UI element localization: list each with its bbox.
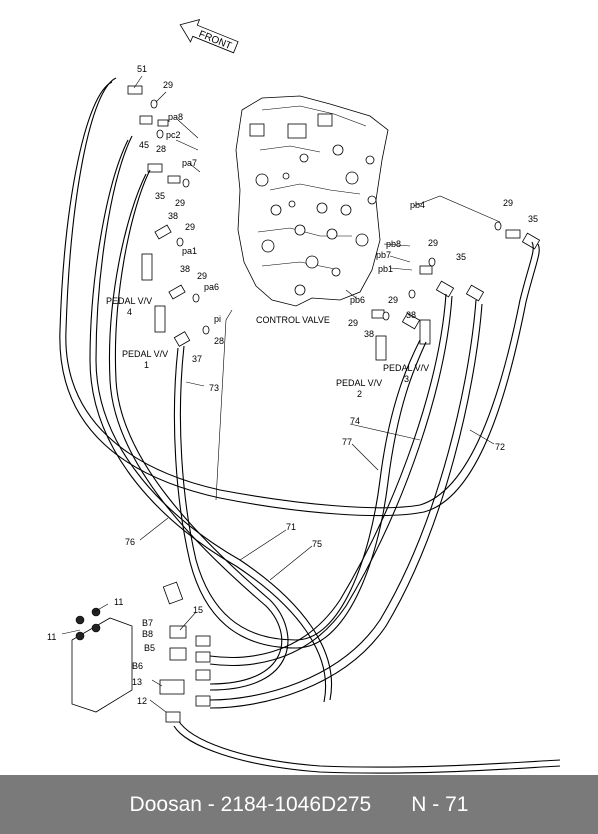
pedal-valve-2-label: PEDAL V/V [336, 378, 382, 388]
part-number: 75 [312, 539, 322, 549]
pedal-valve-2-number: 2 [357, 389, 362, 399]
hose-lines [59, 77, 561, 774]
footer-part-code: 2184-1046D275 [220, 792, 372, 816]
part-number: 38 [168, 211, 178, 221]
part-number: 29 [428, 238, 438, 248]
pedal-valve-1-number: 1 [144, 360, 149, 370]
part-number: 38 [180, 264, 190, 274]
part-number: 15 [193, 605, 203, 615]
footer-brand: Doosan [129, 792, 202, 816]
part-number: 29 [185, 222, 195, 232]
port-label-pb6: pb6 [350, 295, 365, 305]
part-number: 35 [456, 252, 466, 262]
part-number: 38 [406, 310, 416, 320]
part-number-callouts: 51 29 45 28 35 29 38 29 38 29 28 37 73 2… [47, 64, 538, 706]
port-label-pa8: pa8 [168, 112, 183, 122]
part-number: 51 [137, 64, 147, 74]
part-number: 45 [139, 140, 149, 150]
part-number: 37 [192, 354, 202, 364]
part-number: 29 [175, 198, 185, 208]
part-number: 76 [125, 537, 135, 547]
part-number: 72 [495, 442, 505, 452]
port-label-b8: B8 [142, 629, 153, 639]
part-number: 28 [214, 336, 224, 346]
port-label-pb4: pb4 [410, 200, 425, 210]
part-number: 12 [137, 696, 147, 706]
port-label-b5: B5 [144, 643, 155, 653]
lower-manifold [71, 581, 211, 723]
port-label-pb1: pb1 [378, 264, 393, 274]
footer-bar: Doosan - 2184-1046D275 N - 71 [0, 775, 598, 834]
part-number: 29 [163, 80, 173, 90]
footer-page-number: N - 71 [411, 792, 469, 816]
pedal-valve-1-label: PEDAL V/V [122, 349, 168, 359]
part-number: 11 [47, 632, 56, 642]
pedal-valve-4-number: 4 [127, 307, 132, 317]
part-number: 77 [342, 437, 352, 447]
front-direction-arrow: FRONT [179, 19, 239, 54]
left-fittings [127, 85, 210, 347]
port-label-pa6: pa6 [204, 282, 219, 292]
footer-separator: - [201, 792, 221, 816]
port-label-pb8: pb8 [386, 239, 401, 249]
part-number: 74 [350, 416, 360, 426]
part-number: 29 [388, 295, 398, 305]
part-number: 28 [156, 144, 166, 154]
leader-lines [61, 75, 501, 713]
component-labels: CONTROL VALVE PEDAL V/V 4 PEDAL V/V 1 PE… [106, 296, 429, 399]
port-label-pc2: pc2 [166, 130, 181, 140]
part-number: 71 [286, 522, 296, 532]
control-valve-body [235, 95, 389, 307]
port-labels: pa8 pc2 pa7 pa1 pa6 pi pb4 pb8 pb7 pb1 p… [132, 112, 425, 671]
part-number: 38 [364, 329, 374, 339]
part-number: 29 [348, 318, 358, 328]
port-label-b7: B7 [142, 618, 153, 628]
pedal-valve-3-number: 3 [404, 374, 409, 384]
right-fittings [371, 221, 541, 361]
port-label-b6: B6 [132, 661, 143, 671]
part-number: 35 [155, 191, 165, 201]
port-label-pa7: pa7 [182, 158, 197, 168]
part-number: 13 [132, 677, 142, 687]
control-valve-label: CONTROL VALVE [256, 315, 330, 325]
port-label-pa1: pa1 [182, 246, 197, 256]
port-label-pb7: pb7 [376, 250, 391, 260]
hydraulic-hose-diagram: FRONT [47, 19, 561, 774]
part-number: 11 [114, 597, 123, 607]
part-number: 35 [528, 214, 538, 224]
pedal-valve-4-label: PEDAL V/V [106, 296, 152, 306]
part-number: 29 [503, 198, 513, 208]
pedal-valve-3-label: PEDAL V/V [383, 363, 429, 373]
part-number: 73 [209, 383, 219, 393]
port-label-pi: pi [214, 314, 221, 324]
part-number: 29 [197, 271, 207, 281]
